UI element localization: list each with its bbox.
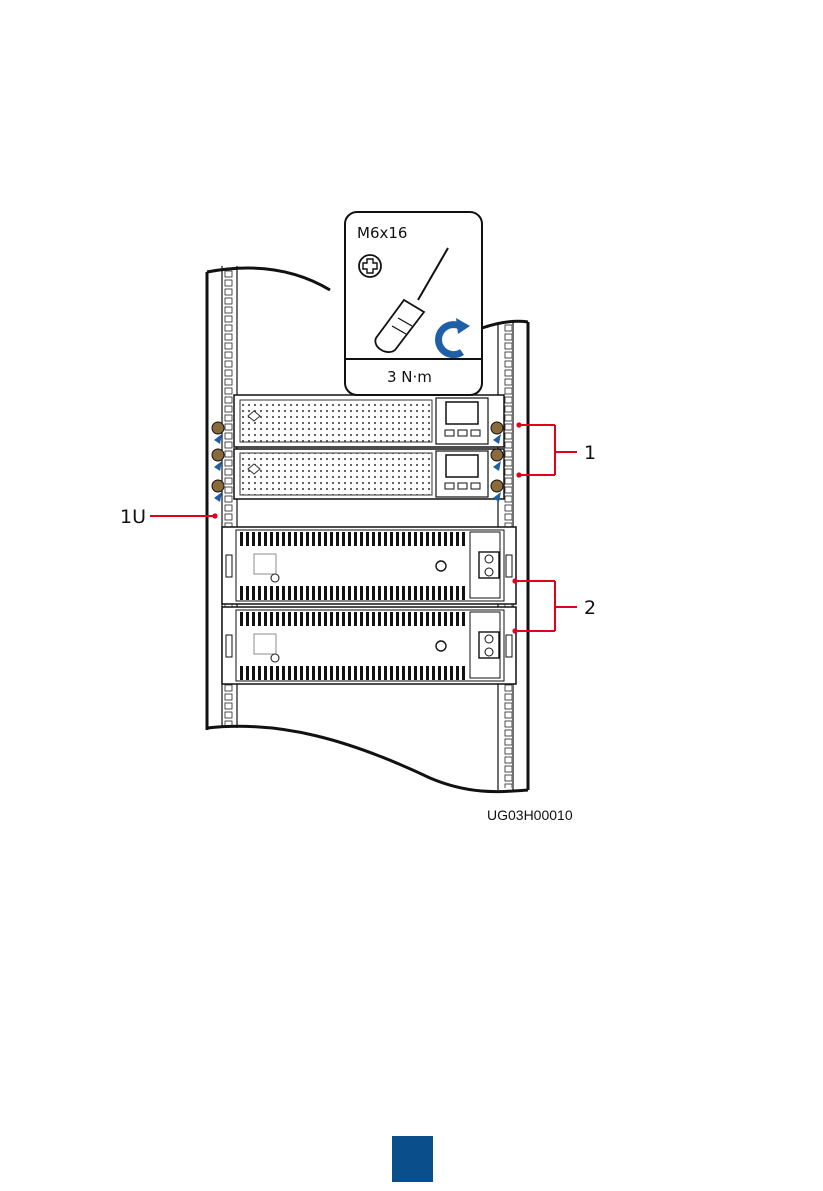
battery-pack-top	[222, 527, 516, 604]
battery-pack-bottom	[222, 607, 516, 684]
torque-label: 3 N·m	[387, 368, 432, 386]
leader-item-2: 2	[512, 578, 596, 633]
leader-1u: 1U	[120, 506, 218, 528]
screw-spec-label: M6x16	[357, 224, 407, 242]
label-item-1: 1	[584, 442, 596, 464]
ups-unit-top	[234, 395, 504, 447]
figure-code: UG03H00010	[487, 807, 573, 823]
rack-bottom-edge	[207, 726, 528, 791]
phillips-head-icon	[359, 255, 381, 277]
page-number-badge	[392, 1136, 433, 1182]
torque-callout: M6x16 3 N·m	[345, 212, 482, 395]
label-item-2: 2	[584, 597, 596, 619]
lcd-display	[446, 402, 478, 424]
lcd-display	[446, 455, 478, 477]
ups-unit-bottom	[234, 449, 504, 499]
label-1u: 1U	[120, 506, 146, 528]
